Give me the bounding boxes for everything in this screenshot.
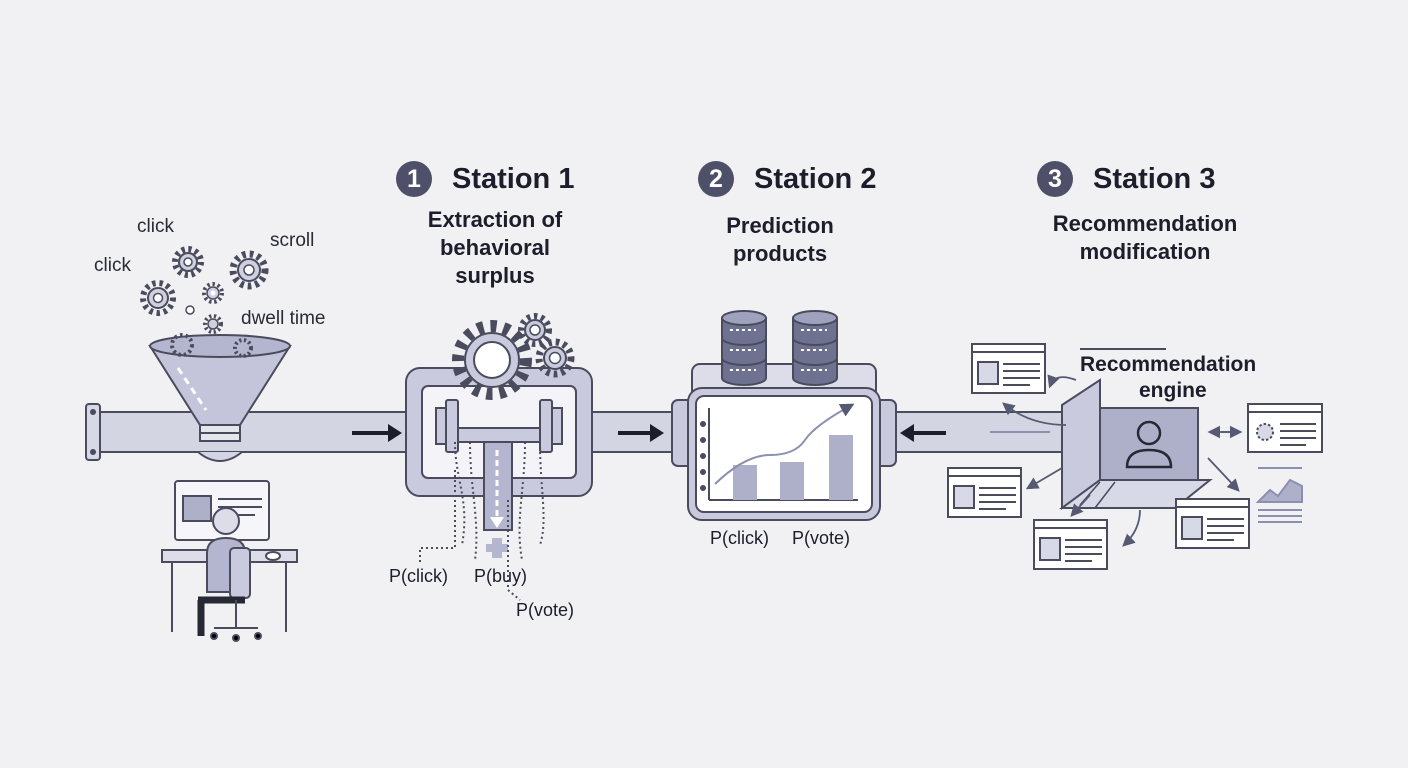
gear-icon — [518, 313, 552, 347]
station-2-badge: 2 — [698, 161, 734, 197]
arrow-right-icon — [618, 424, 664, 442]
content-card — [1247, 403, 1323, 453]
arrow-left-icon — [900, 424, 946, 442]
chart-card — [1255, 467, 1303, 523]
station-2-output-vote: P(vote) — [792, 528, 851, 548]
gear-icon — [203, 314, 223, 334]
station-2-subtitle: Prediction products — [726, 213, 834, 266]
gear-icon — [140, 280, 176, 316]
gear-icon — [229, 250, 269, 290]
station-2-output-click: P(click) — [710, 528, 769, 548]
station-3-badge: 3 — [1037, 161, 1073, 197]
content-card — [1033, 519, 1108, 570]
station-3-title: Station 3 — [1093, 163, 1216, 195]
person-at-desk — [161, 480, 298, 642]
signal-label-click: click — [137, 216, 174, 237]
station-1-subtitle: Extraction of behavioral surplus — [427, 207, 563, 288]
signal-label-dwell-time: dwell time — [241, 308, 326, 329]
arrow-right-icon — [352, 424, 402, 442]
station-1-badge: 1 — [396, 161, 432, 197]
content-card — [947, 467, 1022, 518]
content-card — [1175, 498, 1250, 549]
recommendation-engine-box — [1058, 348, 1213, 510]
station-1-output-buy: P(buy) — [474, 566, 528, 586]
gear-icon — [172, 246, 204, 278]
signal-label-scroll: scroll — [270, 230, 315, 251]
station-3-subtitle: Recommendation modification — [1052, 211, 1238, 264]
funnel-icon — [148, 334, 292, 462]
station-1-title: Station 1 — [452, 163, 575, 195]
gear-icon — [170, 333, 194, 357]
engine-connections — [1002, 374, 1243, 547]
database-icon — [792, 310, 838, 386]
gear-icon — [233, 338, 253, 358]
user-profile-icon — [1125, 420, 1173, 469]
station-2-machine — [671, 363, 897, 521]
engine-label: Recommendation engine — [1080, 353, 1257, 402]
station-1-output-click: P(click) — [389, 566, 448, 586]
gear-icon — [202, 282, 224, 304]
gear-icon — [452, 320, 532, 400]
signal-label-click: click — [94, 255, 131, 276]
station-2-title: Station 2 — [754, 163, 877, 195]
station-1-output-vote: P(vote) — [516, 600, 575, 620]
gear-icon — [535, 338, 575, 378]
database-icon — [721, 310, 767, 386]
content-card — [971, 343, 1046, 394]
